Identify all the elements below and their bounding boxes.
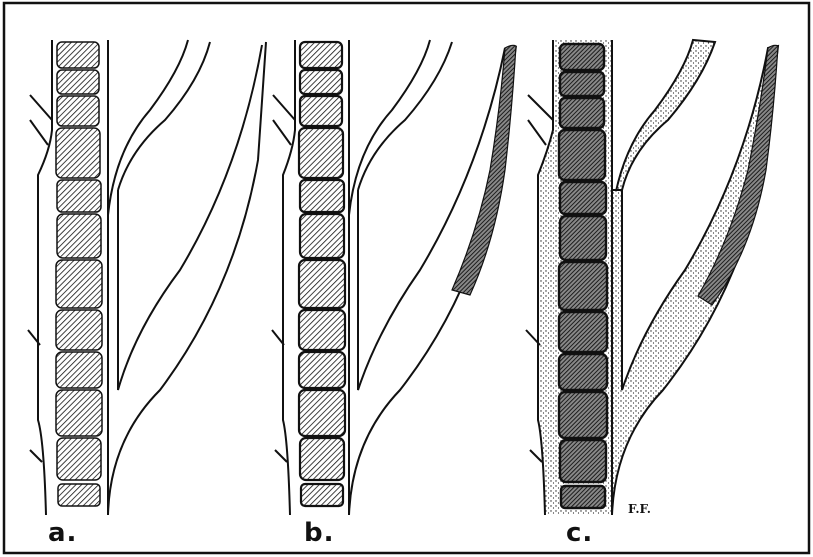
panel-c — [526, 40, 778, 515]
panel-b-branch-upper-right — [358, 42, 452, 190]
panel-a-branch-main-right — [108, 42, 266, 515]
panel-a-lower-branchlet — [28, 330, 42, 462]
panel-b-branch-stained-tip — [452, 45, 516, 295]
panel-b-lower-branchlet — [272, 330, 287, 462]
panel-b-branch-main-right — [349, 46, 516, 515]
panel-c-cells — [559, 44, 607, 508]
panel-c-upper-branch — [612, 40, 715, 215]
panel-label-b: b. — [304, 518, 335, 548]
panel-b — [272, 40, 516, 515]
artist-initials: F.F. — [628, 502, 651, 516]
panel-c-left-branchlet — [528, 95, 553, 145]
panel-a-branch-upper-left — [108, 40, 188, 215]
panel-b-left-branchlet — [273, 95, 295, 145]
panel-label-c: c. — [566, 518, 593, 548]
panel-b-stem-left-outline — [283, 40, 295, 515]
panel-label-a: a. — [48, 518, 77, 548]
panel-a-branch-main-left — [118, 45, 262, 390]
panel-b-branch-upper-left — [349, 40, 430, 215]
panel-a-cells — [56, 42, 102, 506]
panel-b-cells — [299, 42, 345, 506]
panel-c-main-branch — [612, 46, 778, 515]
panel-a — [28, 40, 266, 515]
panel-a-left-branchlet — [30, 95, 52, 145]
panel-a-branch-upper-right — [118, 42, 210, 190]
